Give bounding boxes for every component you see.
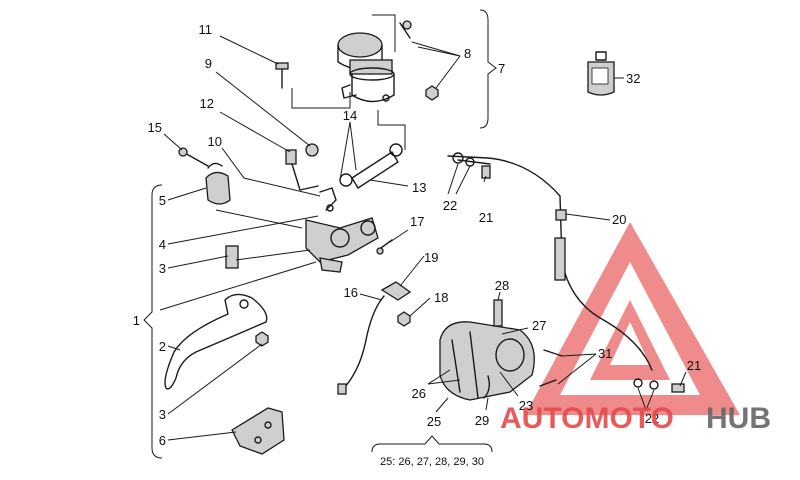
brake-lever — [164, 293, 269, 390]
callout-1: 1 — [133, 313, 140, 328]
watermark-text-hub: HUB — [706, 402, 771, 435]
callout-21-upper: 21 — [479, 210, 493, 225]
reservoir-assembly — [275, 14, 439, 189]
leader-lines — [163, 35, 687, 441]
callout-22-upper: 22 — [443, 198, 457, 213]
callout-32: 32 — [626, 71, 640, 86]
callout-9: 9 — [205, 56, 212, 71]
watermark-text: AUTOMOTO HUB — [500, 402, 771, 435]
brake-hose — [447, 152, 685, 393]
callout-8: 8 — [464, 46, 471, 61]
brake-caliper — [439, 299, 563, 401]
callout-5: 5 — [159, 193, 166, 208]
callout-27: 27 — [532, 318, 546, 333]
callout-22-lower: 22 — [645, 411, 659, 426]
callout-3-upper: 3 — [159, 261, 166, 276]
callout-10: 10 — [208, 134, 222, 149]
callout-23: 23 — [519, 398, 533, 413]
callout-31: 31 — [598, 346, 612, 361]
callout-21-lower: 21 — [687, 358, 701, 373]
brake-fluid-bottle — [587, 51, 624, 96]
callout-19: 19 — [424, 250, 438, 265]
callout-7: 7 — [498, 61, 505, 76]
callout-18: 18 — [434, 290, 448, 305]
callout-15: 15 — [148, 120, 162, 135]
bracket — [231, 407, 285, 455]
callout-28: 28 — [495, 278, 509, 293]
callout-2: 2 — [159, 339, 166, 354]
callout-20: 20 — [612, 212, 626, 227]
callout-17: 17 — [410, 214, 424, 229]
callout-25: 25 — [427, 414, 441, 429]
callout-16: 16 — [344, 285, 358, 300]
callout-labels: 11 9 12 15 10 14 8 7 32 5 4 3 1 2 3 6 13… — [133, 22, 701, 468]
watermark-text-automoto: AUTOMOTO — [500, 402, 674, 435]
callout-12: 12 — [200, 96, 214, 111]
callout-3-lower: 3 — [159, 407, 166, 422]
callout-4: 4 — [159, 237, 166, 252]
callout-11: 11 — [199, 22, 213, 37]
callout-13: 13 — [412, 180, 426, 195]
kit-contents-note: 25: 26, 27, 28, 29, 30 — [380, 456, 484, 468]
callout-14: 14 — [343, 108, 357, 123]
callout-6: 6 — [159, 433, 166, 448]
master-cylinder — [159, 143, 393, 311]
callout-29: 29 — [475, 413, 489, 428]
group-braces — [143, 9, 497, 459]
brake-light-switch — [337, 281, 412, 395]
callout-26: 26 — [412, 386, 426, 401]
